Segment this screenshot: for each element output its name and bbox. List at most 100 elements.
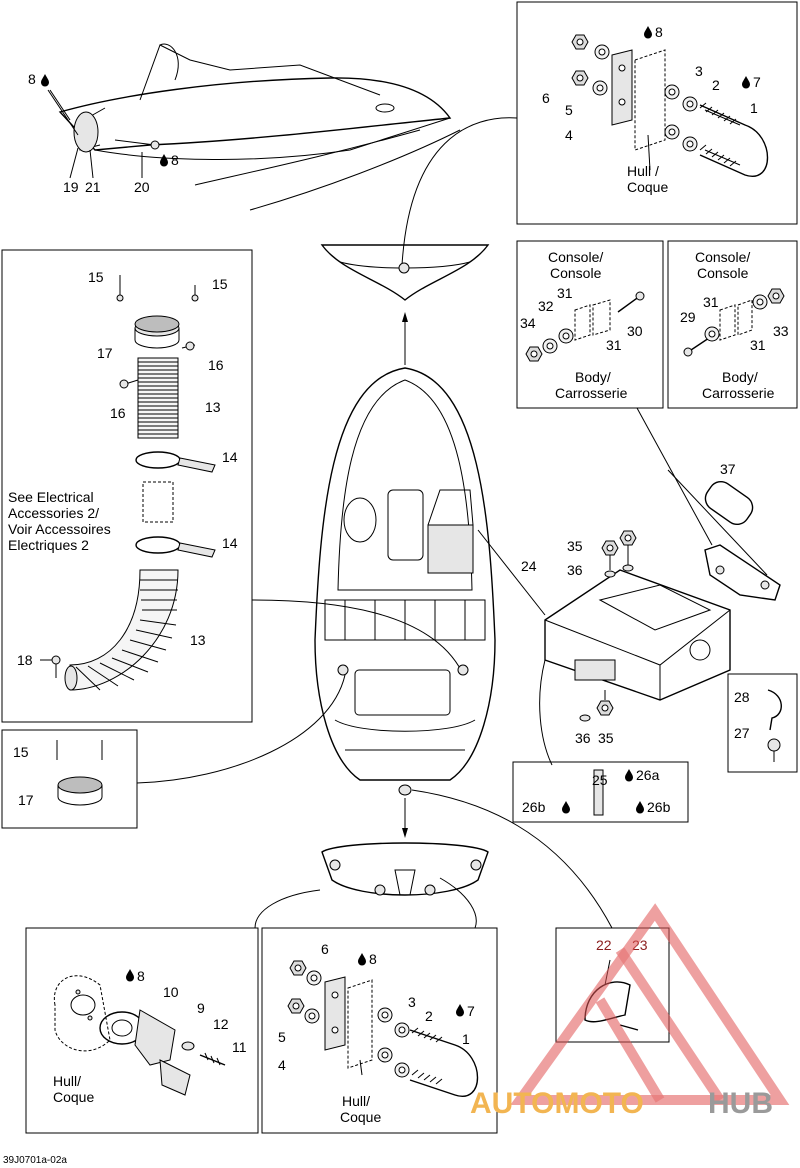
callout-22: 22: [596, 937, 612, 953]
lubricant-drop-icon: [644, 26, 652, 39]
callout-8-bm: 8: [369, 951, 377, 967]
strap-detail: [767, 689, 782, 762]
drain-plug-detail-box: [25, 927, 259, 1134]
callout-33: 33: [773, 323, 789, 339]
callout-31-a: 31: [557, 285, 573, 301]
callout-13-b: 13: [190, 632, 206, 648]
callout-5-tr: 5: [565, 102, 573, 118]
callout-28: 28: [734, 689, 750, 705]
callout-14-b: 14: [222, 535, 238, 551]
tow-eye-detail: [571, 34, 769, 178]
vent-cap-detail: [56, 740, 103, 806]
automotohub-watermark-logo: [510, 903, 790, 1105]
callout-3-bm: 3: [408, 994, 416, 1010]
callout-34: 34: [520, 315, 536, 331]
lubricant-drop-icon: [562, 801, 570, 814]
watercraft-side-view: [47, 43, 461, 211]
callout-27: 27: [734, 725, 750, 741]
callout-17-a: 17: [97, 345, 113, 361]
callout-26b-left: 26b: [522, 799, 546, 815]
lubricant-drop-icon: [456, 1004, 464, 1017]
electrical-note-4: Electriques 2: [8, 537, 89, 553]
callout-16-a: 16: [208, 357, 224, 373]
lubricant-drop-icon: [41, 74, 49, 87]
body-label-l1: Body/: [575, 369, 611, 385]
callout-8-b: 8: [171, 152, 179, 168]
console-left-detail-box: [516, 240, 664, 409]
callout-8-topleft: 8: [28, 71, 36, 87]
callout-5-bm: 5: [278, 1029, 286, 1045]
gasket-and-bracket: [704, 480, 781, 601]
callout-18: 18: [17, 652, 33, 668]
console-label-r1: Console/: [695, 249, 750, 265]
rear-bumper-view: [321, 842, 489, 896]
lubricant-drop-icon: [636, 801, 644, 814]
callout-1-bm: 1: [462, 1031, 470, 1047]
vent-hose-detail: [40, 275, 216, 691]
callout-9: 9: [197, 1000, 205, 1016]
console-label-l1: Console/: [548, 249, 603, 265]
callout-2-tr: 2: [712, 77, 720, 93]
callout-21: 21: [85, 179, 101, 195]
watermark-text-automoto: AUTOMOTO: [470, 1087, 644, 1120]
hull-label-bm1: Hull/: [342, 1093, 370, 1109]
callout-14-a: 14: [222, 449, 238, 465]
callout-26b-right: 26b: [647, 799, 671, 815]
hinge-pin-detail: [539, 659, 604, 816]
corrugated-hose-upper: [137, 357, 179, 439]
rear-clip-detail-box: [555, 927, 670, 1043]
callout-2-bm: 2: [425, 1008, 433, 1024]
front-bumper-view: [320, 244, 490, 301]
lubricant-drop-icon: [126, 969, 134, 982]
rear-tow-eye-detail-box: [261, 927, 498, 1134]
lubricant-drop-icon: [742, 76, 750, 89]
lubricant-drop-icon: [160, 154, 168, 167]
corrugated-hose-lower: [64, 569, 179, 691]
watermark-text-hub: HUB: [708, 1087, 773, 1120]
callout-1-tr: 1: [750, 100, 758, 116]
callout-30: 30: [627, 323, 643, 339]
rear-tow-eye-detail: [287, 960, 479, 1098]
callout-36-a: 36: [567, 562, 583, 578]
hinge-pin-detail-box: [512, 761, 689, 823]
lubricant-drop-icon: [358, 953, 366, 966]
callout-15-a: 15: [88, 269, 104, 285]
callout-25: 25: [592, 772, 608, 788]
callout-12: 12: [213, 1016, 229, 1032]
callout-3-tr: 3: [695, 63, 703, 79]
electrical-note-2: Accessories 2/: [8, 505, 99, 521]
drawing-code: 39J0701a-02a: [3, 1155, 67, 1166]
callout-35-a: 35: [567, 538, 583, 554]
vent-hose-detail-box: [1, 249, 253, 723]
callout-13-a: 13: [205, 399, 221, 415]
body-label-r1: Body/: [722, 369, 758, 385]
callout-6-bm: 6: [321, 941, 329, 957]
callout-31-b: 31: [606, 337, 622, 353]
console-label-l2: Console: [550, 265, 602, 281]
callout-11: 11: [232, 1039, 247, 1055]
callout-37: 37: [720, 461, 736, 477]
lubricant-drop-icon: [625, 769, 633, 782]
callout-36-b: 36: [575, 730, 591, 746]
console-right-detail-box: [667, 240, 798, 409]
console-label-r2: Console: [697, 265, 749, 281]
hull-label-line2: Coque: [627, 179, 668, 195]
callout-15-c: 15: [13, 744, 29, 760]
watercraft-top-view: [314, 312, 496, 838]
hull-label-bl2: Coque: [53, 1089, 94, 1105]
callout-4-tr: 4: [565, 127, 573, 143]
callout-19: 19: [63, 179, 79, 195]
callout-29: 29: [680, 309, 696, 325]
vent-cap-detail-box: [1, 729, 138, 829]
hull-label-bl1: Hull/: [53, 1073, 81, 1089]
callout-4-bm: 4: [278, 1057, 286, 1073]
drain-plug-detail: [53, 975, 226, 1096]
callout-8-bl: 8: [137, 968, 145, 984]
callout-26a: 26a: [636, 767, 660, 783]
storage-bin: [477, 529, 731, 722]
electrical-note-3: Voir Accessoires: [8, 521, 111, 537]
hull-label-line1: Hull /: [627, 163, 659, 179]
body-label-r2: Carrosserie: [702, 385, 775, 401]
callout-16-b: 16: [110, 405, 126, 421]
